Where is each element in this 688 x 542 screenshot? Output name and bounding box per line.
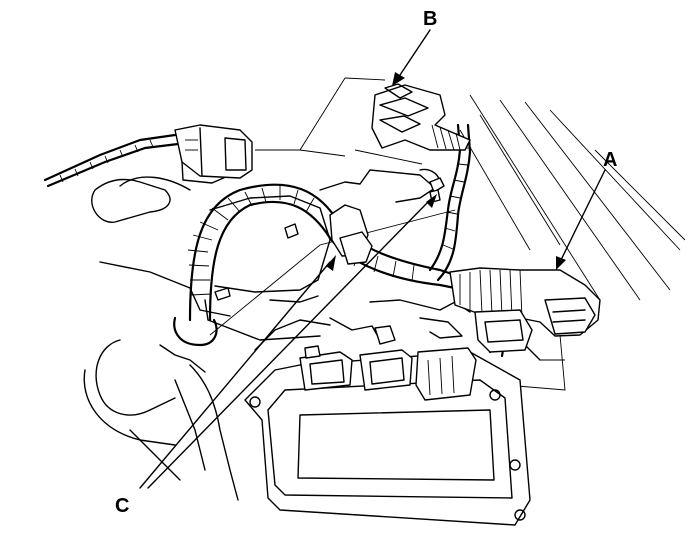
background-hatching: [459, 94, 686, 301]
harness-clamp: [329, 168, 441, 265]
leader-lines: [209, 77, 566, 391]
left-harness-connector: [174, 124, 253, 179]
connector-a: [449, 267, 601, 353]
callout-arrows: [139, 29, 606, 489]
ground-bolts: [214, 177, 445, 301]
ecm-unit: [244, 325, 531, 526]
wiring-harness: [43, 123, 505, 358]
engine-body-outline: [83, 159, 541, 501]
connector-b: [371, 83, 471, 151]
callout-label-a: A: [603, 149, 617, 171]
callout-label-c: C: [115, 495, 129, 517]
callout-label-b: B: [423, 8, 437, 30]
